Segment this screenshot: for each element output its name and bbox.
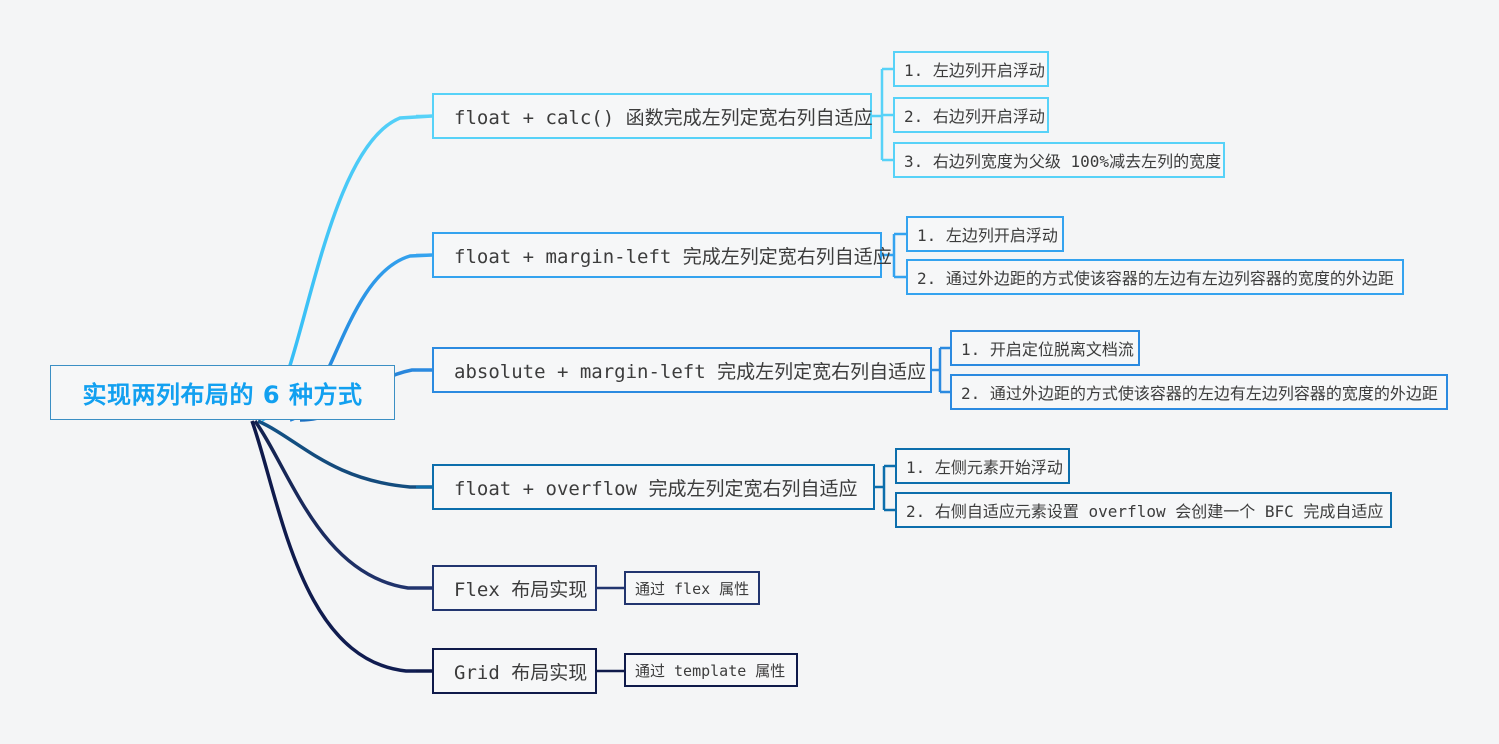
leaf-node-1-3[interactable]: 3. 右边列宽度为父级 100%减去左列的宽度 xyxy=(893,142,1225,178)
leaf-node-label: 2. 通过外边距的方式使该容器的左边有左边列容器的宽度的外边距 xyxy=(917,269,1394,288)
branch-node-1[interactable]: float + calc() 函数完成左列定宽右列自适应 xyxy=(432,93,873,139)
leaf-node-3-2[interactable]: 2. 通过外边距的方式使该容器的左边有左边列容器的宽度的外边距 xyxy=(950,374,1448,410)
leaf-node-label: 通过 flex 属性 xyxy=(635,579,750,598)
leaf-node-label: 2. 右侧自适应元素设置 overflow 会创建一个 BFC 完成自适应 xyxy=(906,502,1384,521)
leaf-node-1-1[interactable]: 1. 左边列开启浮动 xyxy=(893,51,1049,87)
branch-node-label: Flex 布局实现 xyxy=(454,578,588,601)
leaf-node-2-2[interactable]: 2. 通过外边距的方式使该容器的左边有左边列容器的宽度的外边距 xyxy=(906,259,1404,295)
branch-node-2[interactable]: float + margin-left 完成左列定宽右列自适应 xyxy=(432,232,892,278)
leaf-node-label: 2. 右边列开启浮动 xyxy=(904,107,1045,126)
leaf-node-2-1[interactable]: 1. 左边列开启浮动 xyxy=(906,216,1064,252)
branch-node-label: float + margin-left 完成左列定宽右列自适应 xyxy=(454,245,892,268)
leaf-node-label: 3. 右边列宽度为父级 100%减去左列的宽度 xyxy=(904,152,1222,171)
root-node-label: 实现两列布局的 6 种方式 xyxy=(82,381,363,409)
leaf-node-5-1[interactable]: 通过 flex 属性 xyxy=(624,571,760,605)
leaf-node-label: 2. 通过外边距的方式使该容器的左边有左边列容器的宽度的外边距 xyxy=(961,384,1438,403)
leaf-node-4-1[interactable]: 1. 左侧元素开始浮动 xyxy=(895,448,1070,484)
leaf-node-label: 通过 template 属性 xyxy=(635,661,786,680)
leaf-node-1-2[interactable]: 2. 右边列开启浮动 xyxy=(893,97,1049,133)
branch-node-label: float + overflow 完成左列定宽右列自适应 xyxy=(454,477,858,500)
root-node[interactable]: 实现两列布局的 6 种方式 xyxy=(50,365,395,420)
leaf-node-6-1[interactable]: 通过 template 属性 xyxy=(624,653,798,687)
branch-node-5[interactable]: Flex 布局实现 xyxy=(432,565,597,611)
branch-node-label: absolute + margin-left 完成左列定宽右列自适应 xyxy=(454,360,927,383)
leaf-node-label: 1. 开启定位脱离文档流 xyxy=(961,340,1134,359)
leaf-node-3-1[interactable]: 1. 开启定位脱离文档流 xyxy=(950,330,1140,366)
branch-node-4[interactable]: float + overflow 完成左列定宽右列自适应 xyxy=(432,464,875,510)
branch-node-6[interactable]: Grid 布局实现 xyxy=(432,648,597,694)
branch-node-label: Grid 布局实现 xyxy=(454,661,588,684)
leaf-node-label: 1. 左边列开启浮动 xyxy=(904,61,1045,80)
branch-node-label: float + calc() 函数完成左列定宽右列自适应 xyxy=(454,106,873,129)
branch-node-3[interactable]: absolute + margin-left 完成左列定宽右列自适应 xyxy=(432,347,932,393)
leaf-node-label: 1. 左侧元素开始浮动 xyxy=(906,458,1063,477)
leaf-node-label: 1. 左边列开启浮动 xyxy=(917,226,1058,245)
leaf-node-4-2[interactable]: 2. 右侧自适应元素设置 overflow 会创建一个 BFC 完成自适应 xyxy=(895,492,1392,528)
